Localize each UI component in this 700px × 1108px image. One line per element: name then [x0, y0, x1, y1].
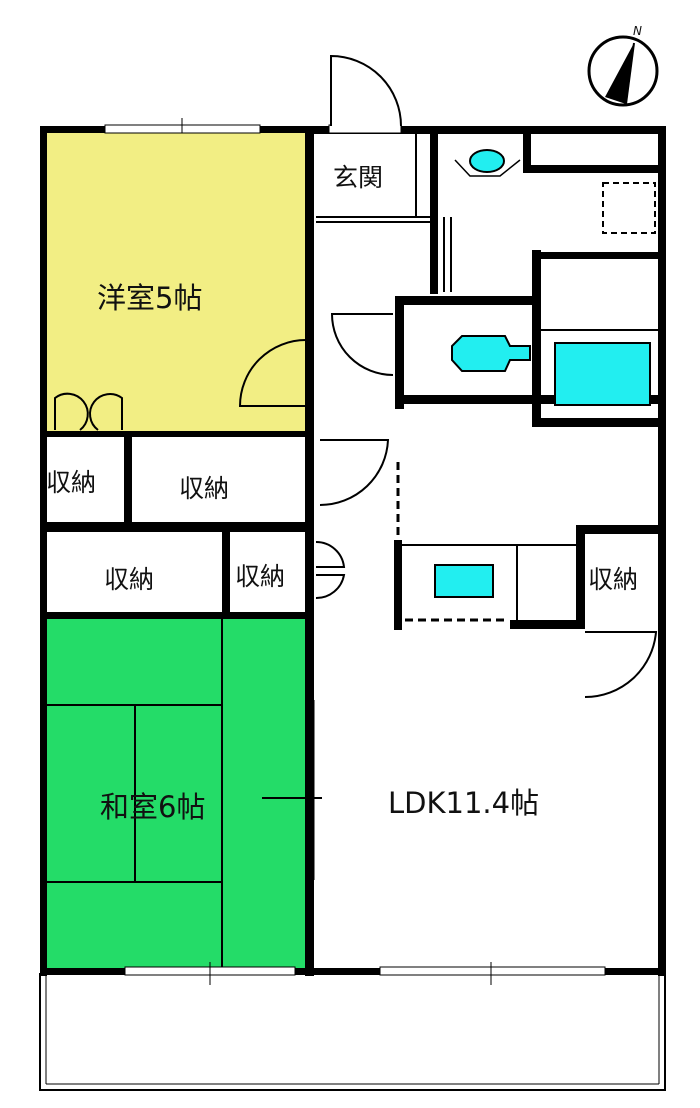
walls: [40, 126, 666, 976]
toilet-door: [330, 313, 394, 376]
japanese-room: [46, 618, 306, 968]
kitchen-counter: [396, 462, 576, 622]
tatami-lines: [46, 618, 223, 968]
closet-double-door: [54, 392, 123, 431]
toilet-icon: [451, 335, 531, 372]
bathtub-icon: [554, 342, 651, 406]
kitchen-sink-icon: [434, 564, 494, 598]
compass-icon: N: [587, 24, 659, 107]
entrance-label: 玄関: [333, 163, 383, 192]
entrance-door: [330, 54, 402, 127]
windows: [104, 118, 606, 985]
vanity-outline: [454, 159, 521, 177]
storage-label: 収納: [235, 562, 285, 591]
storage-label: 収納: [179, 474, 229, 503]
japanese-room-label: 和室6帖: [100, 790, 205, 824]
compass-north-label: N: [633, 24, 642, 38]
storage-label: 収納: [104, 565, 154, 594]
entrance-area: [316, 134, 452, 292]
western-room: [46, 132, 306, 432]
ldk-label: LDK11.4帖: [388, 786, 539, 820]
western-room-door: [238, 339, 307, 407]
storage-double-door: [315, 540, 346, 600]
closet-door: [584, 631, 658, 699]
storage-label: 収納: [46, 468, 96, 497]
storage-label: 収納: [588, 565, 638, 594]
balcony: [39, 973, 666, 1091]
washbasin-icon: [469, 149, 505, 173]
western-room-label: 洋室5帖: [97, 281, 202, 315]
ldk-door: [319, 439, 390, 507]
washing-machine-icon: [602, 182, 656, 234]
